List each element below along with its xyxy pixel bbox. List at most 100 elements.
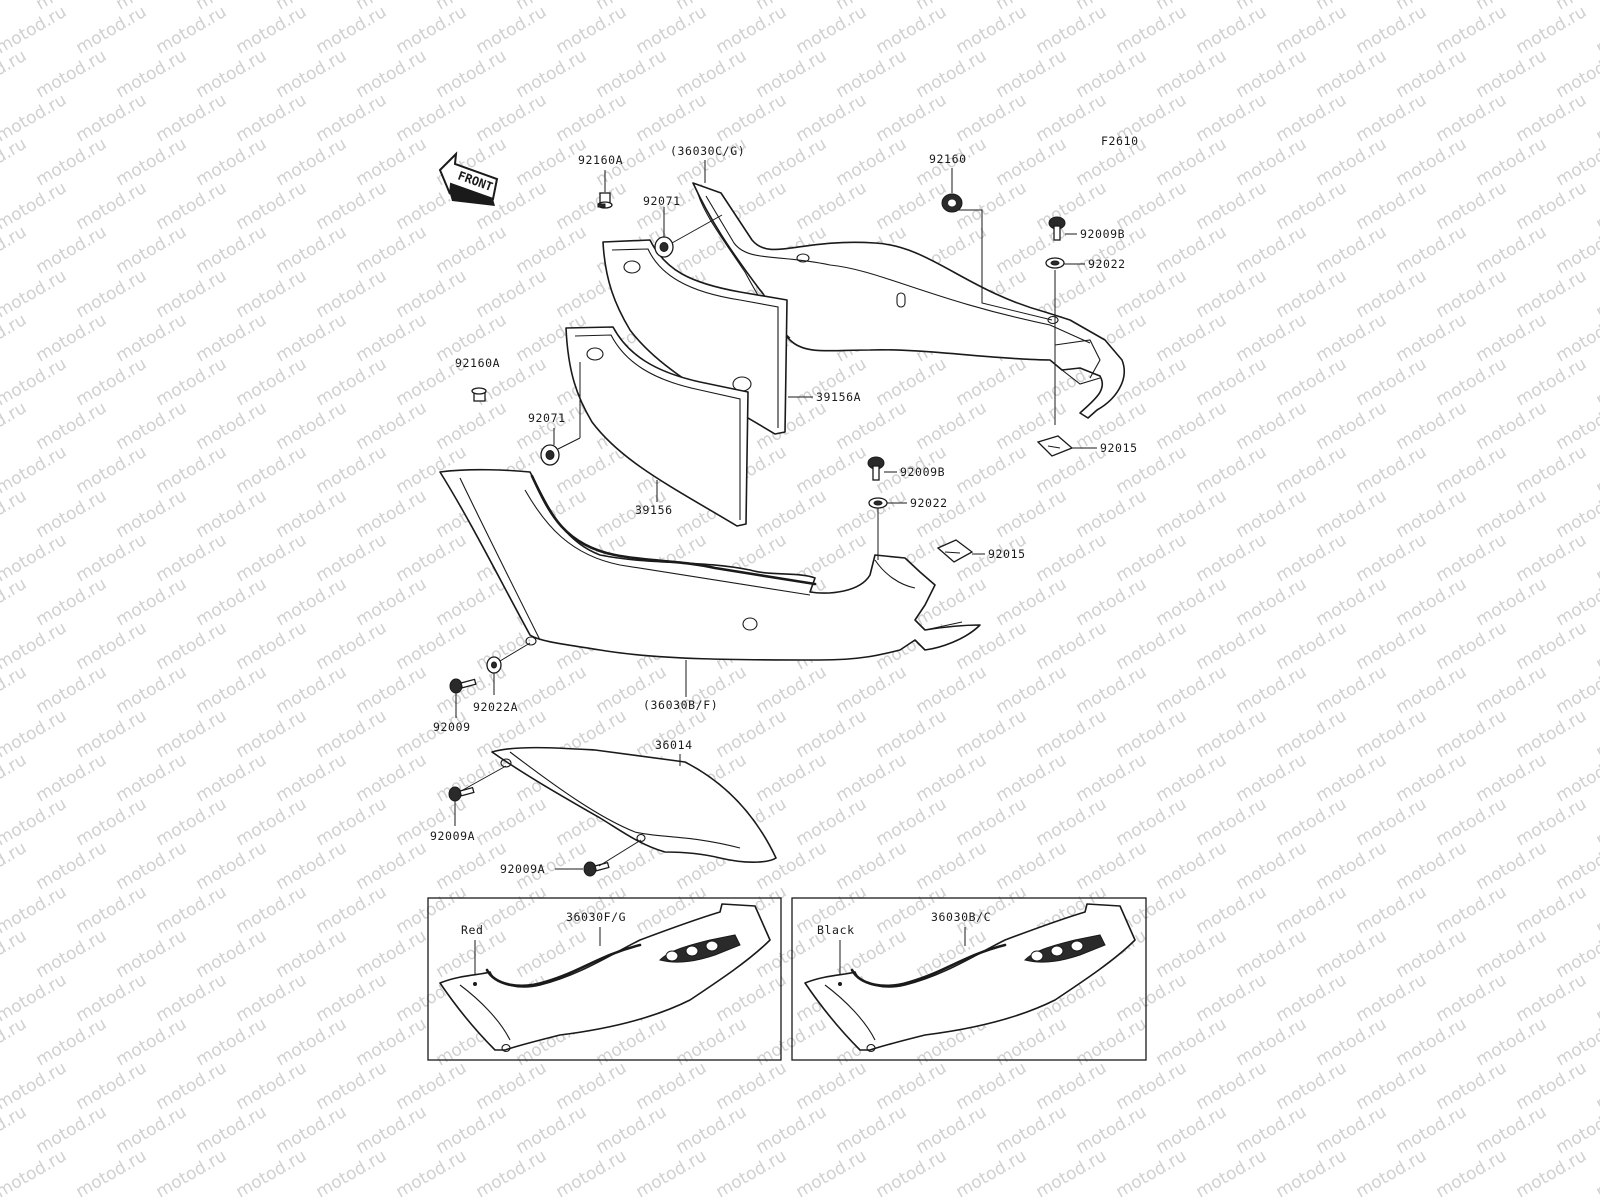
watermark-text: motod.ru — [313, 90, 391, 146]
watermark-text: motod.ru — [1313, 662, 1391, 718]
watermark-text: motod.ru — [113, 134, 191, 190]
watermark-text: motod.ru — [953, 706, 1031, 762]
watermark-text: motod.ru — [1313, 398, 1391, 454]
watermark-text: motod.ru — [0, 706, 70, 762]
watermark-text: motod.ru — [793, 178, 871, 234]
watermark-text: motod.ru — [793, 442, 871, 498]
watermark-text: motod.ru — [913, 398, 991, 454]
watermark-text: motod.ru — [513, 1102, 591, 1158]
watermark-text: motod.ru — [1033, 1146, 1111, 1200]
watermark-text: motod.ru — [1193, 2, 1271, 58]
front-arrow-icon: FRONT — [438, 151, 499, 206]
watermark-text: motod.ru — [1233, 750, 1311, 806]
watermark-text: motod.ru — [473, 1058, 551, 1114]
watermark-text: motod.ru — [913, 486, 991, 542]
watermark-text: motod.ru — [953, 90, 1031, 146]
watermark-text: motod.ru — [73, 442, 151, 498]
watermark-text: motod.ru — [513, 222, 591, 278]
watermark-text: motod.ru — [1273, 442, 1351, 498]
watermark-text: motod.ru — [353, 222, 431, 278]
watermark-text: motod.ru — [1353, 970, 1431, 1026]
watermark-text: motod.ru — [73, 882, 151, 938]
watermark-text: motod.ru — [1193, 794, 1271, 850]
watermark-text: motod.ru — [113, 398, 191, 454]
watermark-text: motod.ru — [393, 2, 471, 58]
watermark-text: motod.ru — [73, 178, 151, 234]
watermark-text: motod.ru — [113, 574, 191, 630]
watermark-text: motod.ru — [1273, 970, 1351, 1026]
watermark-text: motod.ru — [193, 46, 271, 102]
part-labels: 92160A (36030C/G) 92071 92160 92009B 920… — [430, 144, 1137, 876]
watermark-text: motod.ru — [1393, 398, 1471, 454]
grommet-92160a-top — [597, 192, 613, 209]
watermark-text: motod.ru — [0, 0, 30, 14]
watermark-text: motod.ru — [273, 486, 351, 542]
emblem-marks-black — [1030, 940, 1084, 962]
watermark-text: motod.ru — [153, 970, 231, 1026]
watermark-text: motod.ru — [0, 134, 30, 190]
watermark-text: motod.ru — [1153, 838, 1231, 894]
watermark-text: motod.ru — [33, 134, 111, 190]
watermark-text: motod.ru — [673, 1102, 751, 1158]
label-39156: 39156 — [635, 503, 673, 517]
watermark-text: motod.ru — [1393, 574, 1471, 630]
watermark-text: motod.ru — [1593, 442, 1600, 498]
watermark-text: motod.ru — [1193, 970, 1271, 1026]
watermark-text: motod.ru — [1473, 926, 1551, 982]
watermark-text: motod.ru — [1513, 1146, 1591, 1200]
watermark-text: motod.ru — [0, 530, 70, 586]
watermark-text: motod.ru — [1513, 970, 1591, 1026]
watermark-text: motod.ru — [1433, 266, 1511, 322]
watermark-text: motod.ru — [1393, 750, 1471, 806]
watermark-text: motod.ru — [1593, 882, 1600, 938]
watermark-text: motod.ru — [633, 1058, 711, 1114]
watermark-text: motod.ru — [1473, 1014, 1551, 1070]
watermark-text: motod.ru — [953, 354, 1031, 410]
watermark-text: motod.ru — [33, 486, 111, 542]
watermark-text: motod.ru — [513, 662, 591, 718]
watermark-text: motod.ru — [1193, 530, 1271, 586]
watermark-text: motod.ru — [1513, 618, 1591, 674]
watermark-text: motod.ru — [1113, 178, 1191, 234]
watermark-text: motod.ru — [0, 750, 30, 806]
watermark-text: motod.ru — [1273, 1146, 1351, 1200]
watermark-text: motod.ru — [1153, 486, 1231, 542]
watermark-text: motod.ru — [1313, 750, 1391, 806]
watermark-text: motod.ru — [193, 574, 271, 630]
watermark-text: motod.ru — [1193, 882, 1271, 938]
watermark-text: motod.ru — [193, 1014, 271, 1070]
nut-92015-mid — [936, 539, 974, 563]
watermark-text: motod.ru — [713, 2, 791, 58]
watermark-text: motod.ru — [1193, 1058, 1271, 1114]
watermark-text: motod.ru — [1073, 838, 1151, 894]
watermark-text: motod.ru — [1513, 266, 1591, 322]
watermark-text: motod.ru — [473, 90, 551, 146]
watermark-text: motod.ru — [913, 750, 991, 806]
label-92015-mid: 92015 — [988, 547, 1026, 561]
watermark-text: motod.ru — [0, 178, 70, 234]
watermark-text: motod.ru — [353, 134, 431, 190]
watermark-text: motod.ru — [1153, 574, 1231, 630]
watermark-text: motod.ru — [1153, 134, 1231, 190]
watermark-text: motod.ru — [1473, 1102, 1551, 1158]
lower-trim-36014 — [491, 746, 777, 863]
watermark-text: motod.ru — [0, 926, 30, 982]
watermark-text: motod.ru — [793, 2, 871, 58]
watermark-text: motod.ru — [1513, 178, 1591, 234]
watermark-text: motod.ru — [1033, 90, 1111, 146]
watermark-text: motod.ru — [1313, 1014, 1391, 1070]
watermark-text: motod.ru — [153, 266, 231, 322]
watermark-text: motod.ru — [0, 574, 30, 630]
watermark-text: motod.ru — [0, 1014, 30, 1070]
watermark-text: motod.ru — [1273, 706, 1351, 762]
watermark-text: motod.ru — [73, 618, 151, 674]
watermark-text: motod.ru — [233, 442, 311, 498]
watermark-text: motod.ru — [833, 662, 911, 718]
watermark-text: motod.ru — [273, 46, 351, 102]
watermark-text: motod.ru — [513, 46, 591, 102]
watermark-text: motod.ru — [1593, 970, 1600, 1026]
watermark-text: motod.ru — [1073, 662, 1151, 718]
watermark-text: motod.ru — [153, 442, 231, 498]
watermark-text: motod.ru — [0, 310, 30, 366]
watermark-text: motod.ru — [1073, 46, 1151, 102]
